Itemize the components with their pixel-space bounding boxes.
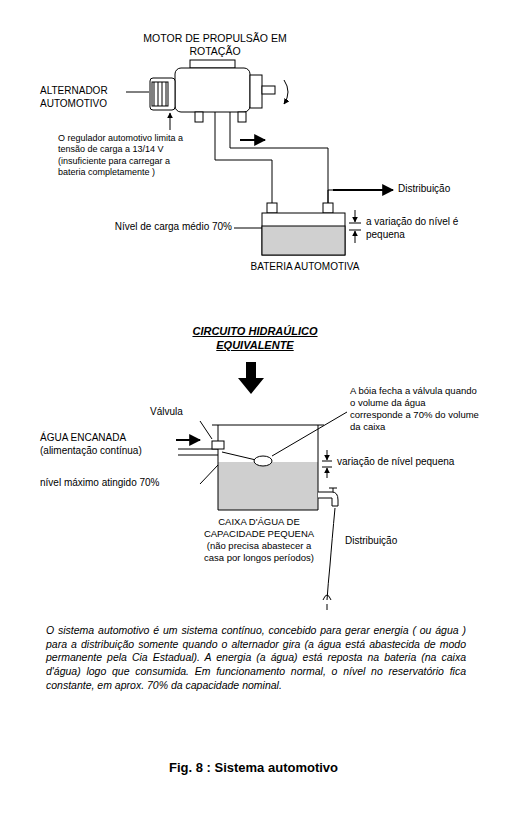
battery-drawing xyxy=(262,203,345,255)
wire xyxy=(328,190,333,191)
tank-block: CAIXA D'ÁGUA DE CAPACIDADE PEQUENA(não p… xyxy=(198,516,320,566)
section-title: CIRCUITO HIDRAÚLICO EQUIVALENTE xyxy=(160,325,350,353)
leader-arrow xyxy=(170,113,171,130)
node-heading: MOTOR DE PROPULSÃO EM ROTAÇÃO xyxy=(140,32,290,58)
note: O regulador automotivo limita a tensão d… xyxy=(58,133,198,178)
wire xyxy=(230,132,328,203)
wire xyxy=(215,132,272,203)
motor-drawing xyxy=(150,60,288,132)
figure-caption: Fig. 8 : Sistema automotivo xyxy=(0,760,507,776)
level-indicator xyxy=(322,450,332,478)
level-label: Nível de carga médio 70% xyxy=(58,221,232,234)
battery-block: BATERIA AUTOMOTIVA xyxy=(245,203,365,278)
part-label: ALTERNADOR AUTOMOTIVO xyxy=(40,85,124,110)
water-arrow xyxy=(176,439,200,441)
node-heading: BATERIA AUTOMOTIVA xyxy=(245,261,365,274)
distribution-arrow xyxy=(333,189,393,191)
flow-label: Distribuição xyxy=(345,535,435,548)
leader-line xyxy=(272,412,347,456)
note: A bóia fecha a válvula quando o volume d… xyxy=(350,385,480,433)
flow-label: Distribuição xyxy=(398,183,488,196)
down-arrow xyxy=(238,362,264,394)
node-heading: CAIXA D'ÁGUA DE CAPACIDADE PEQUENA xyxy=(198,516,320,540)
node-note: (não precisa abastecer a casa por longos… xyxy=(198,540,320,564)
leader-line xyxy=(234,228,262,229)
level-label: nível máximo atingido 70% xyxy=(40,477,198,490)
level-indicator xyxy=(349,210,361,243)
note: a variação do nível é pequena xyxy=(366,216,476,241)
part-label: Válvula xyxy=(150,406,210,419)
leader-line xyxy=(200,465,218,484)
note: variação de nível pequena xyxy=(337,456,487,469)
tank-drawing xyxy=(178,425,338,610)
flow-label: ÁGUA ENCANADA (alimentação contínua) xyxy=(40,432,172,457)
body-text: O sistema automotivo é um sistema contín… xyxy=(46,624,466,692)
leader-line xyxy=(200,421,212,439)
leader-line xyxy=(126,92,149,93)
motor-block: MOTOR DE PROPULSÃO EM ROTAÇÃO xyxy=(140,32,290,132)
current-arrow xyxy=(240,139,265,141)
